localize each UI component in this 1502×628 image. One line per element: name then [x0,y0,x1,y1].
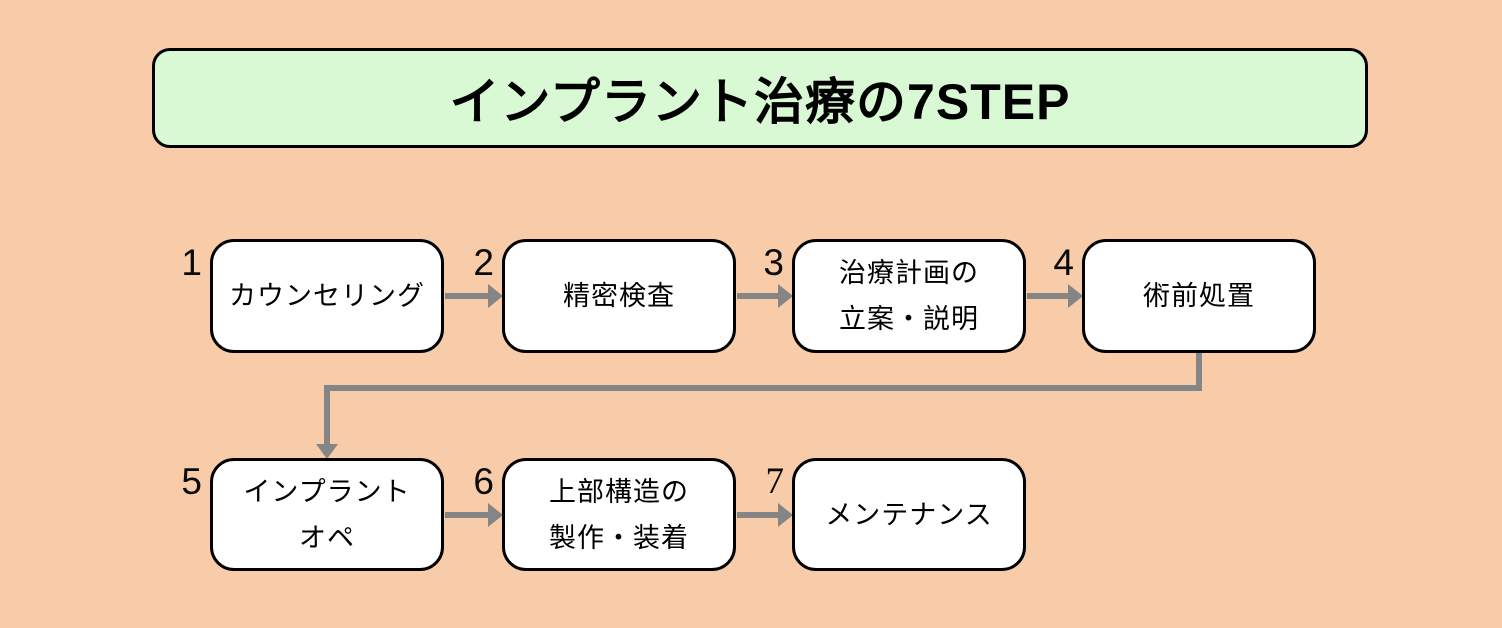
arrow-step2-to-step3 [737,284,793,308]
step-1-box: カウンセリング [210,239,444,353]
step-3: 3 治療計画の 立案・説明 [763,239,1026,353]
step-7-label: メンテナンス [825,499,993,530]
arrow-step6-to-step7 [737,503,793,527]
step-5-number: 5 [181,461,202,502]
step-4-label: 術前処置 [1143,281,1255,311]
page-title: インプラント治療の7STEP [449,74,1071,130]
step-2: 2 精密検査 [473,239,736,353]
step-1: 1 カウンセリング [181,239,444,353]
step-6: 6 上部構造の 製作・装着 [473,458,736,571]
arrow-step4-to-step5 [316,353,1202,459]
step-1-number: 1 [181,242,202,283]
step-6-box: 上部構造の 製作・装着 [502,458,736,571]
step-3-number: 3 [763,242,784,283]
step-5-label: インプラント オペ [243,476,411,553]
step-2-box: 精密検査 [502,239,736,353]
step-6-number: 6 [473,461,494,502]
step-7-box: メンテナンス [792,458,1026,571]
step-4-number: 4 [1053,242,1074,283]
step-5-box: インプラント オペ [210,458,444,571]
step-7: 7 メンテナンス [766,458,1026,571]
step-4-box: 術前処置 [1082,239,1316,353]
step-1-label: カウンセリング [229,281,425,311]
step-3-box: 治療計画の 立案・説明 [792,239,1026,353]
step-7-number: 7 [765,461,785,502]
step-4: 4 術前処置 [1053,239,1316,353]
step-2-number: 2 [473,242,494,283]
step-6-label: 上部構造の 製作・装着 [549,476,689,553]
step-2-label: 精密検査 [563,281,675,311]
arrow-step5-to-step6 [445,503,503,527]
step-5: 5 インプラント オペ [181,458,444,571]
arrow-step1-to-step2 [445,284,503,308]
step-3-label: 治療計画の 立案・説明 [839,258,979,334]
title-banner: インプラント治療の7STEP [152,48,1368,148]
arrow-step3-to-step4 [1027,284,1083,308]
